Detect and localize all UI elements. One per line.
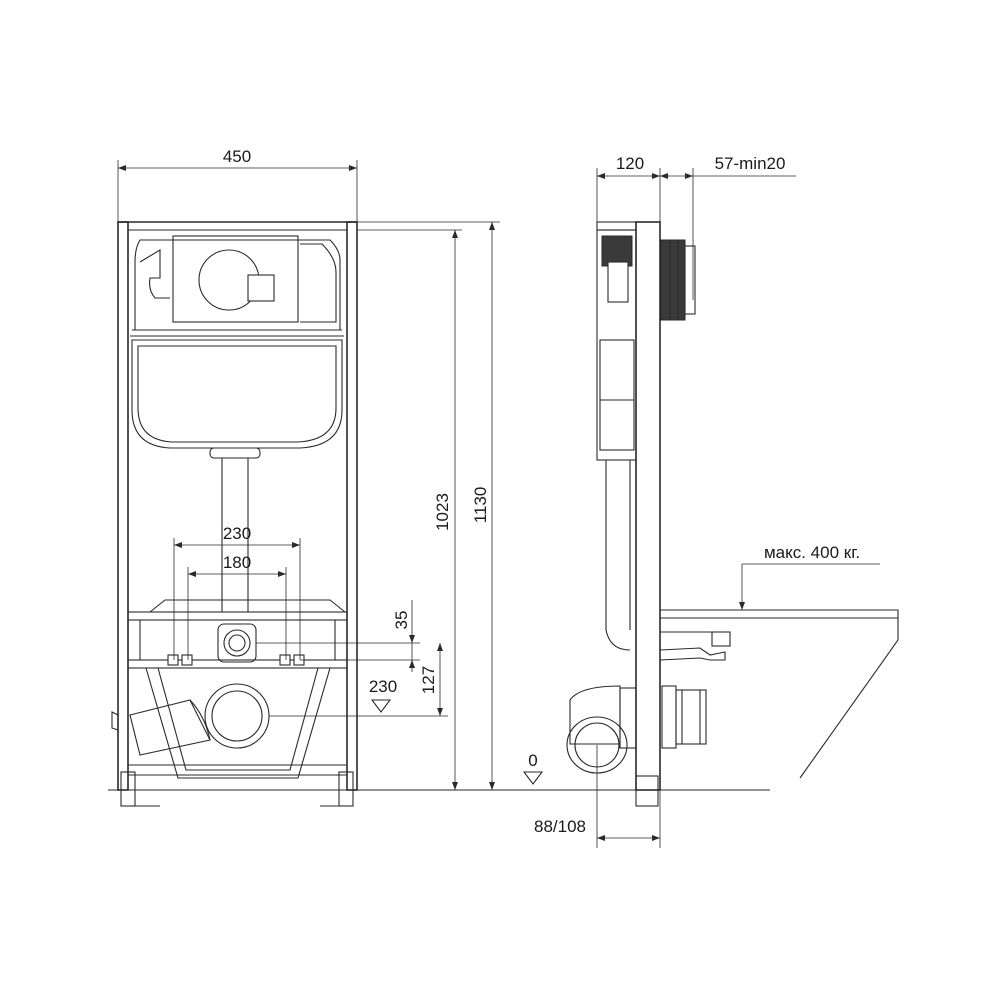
dimension-120 <box>596 168 661 222</box>
dimension-35-label: 35 <box>392 611 411 630</box>
dimension-127-label: 127 <box>419 666 438 694</box>
dimension-450 <box>117 160 358 222</box>
dimension-120-label: 120 <box>616 154 644 173</box>
dimension-heights <box>357 221 544 790</box>
load-annotation <box>739 563 880 610</box>
front-view: 450 230 180 35 <box>108 147 770 807</box>
dimension-drain <box>596 745 661 848</box>
floor-level-label: 0 <box>528 751 537 770</box>
mounting-bracket <box>111 599 348 779</box>
dimension-vertical-offsets <box>256 600 448 717</box>
side-view: 120 57-min20 макс. 400 кг. 88/108 <box>534 154 899 848</box>
dimension-1130-label: 1130 <box>471 487 490 524</box>
dimension-1023-label: 1023 <box>433 493 452 531</box>
dimension-450-label: 450 <box>223 147 251 166</box>
load-label: макс. 400 кг. <box>764 543 860 562</box>
outlet-level-label: 230 <box>369 677 397 696</box>
dimension-57 <box>660 168 796 300</box>
frame-uprights <box>117 221 358 807</box>
frame-side-profile <box>635 221 661 791</box>
dimension-230-label: 230 <box>223 524 251 543</box>
dimension-57-label: 57-min20 <box>715 154 786 173</box>
dimension-180-label: 180 <box>223 553 251 572</box>
cistern <box>131 339 343 612</box>
toilet-bowl-side <box>659 609 899 779</box>
flush-flange-side <box>660 239 696 321</box>
flush-plate <box>130 235 344 337</box>
dimension-drain-label: 88/108 <box>534 817 586 836</box>
cistern-side <box>596 221 637 651</box>
dimension-spacing <box>173 538 301 660</box>
